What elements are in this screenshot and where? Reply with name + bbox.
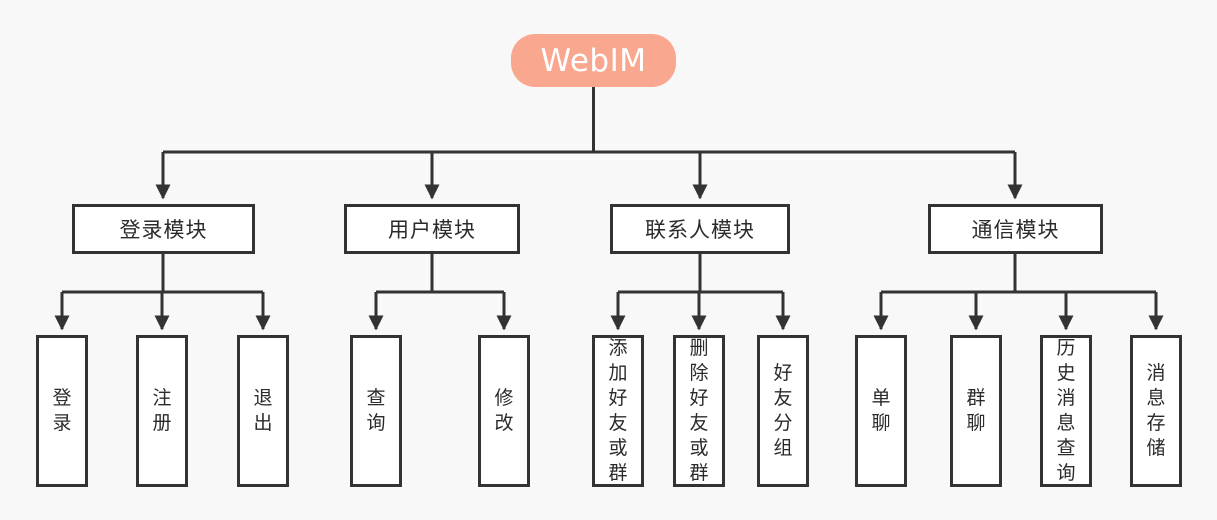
module-node[interactable]: 登录模块 <box>72 204 255 254</box>
leaf-node-label: 群聊 <box>966 387 986 434</box>
module-node-label: 用户模块 <box>388 218 476 242</box>
leaf-node-label: 登录 <box>52 387 72 434</box>
root-node-label: WebIM <box>540 42 647 79</box>
leaf-node[interactable]: 好友分组 <box>757 335 809 487</box>
module-node[interactable]: 联系人模块 <box>610 204 790 254</box>
leaf-node-label: 删除好友或群 <box>689 337 709 484</box>
leaf-node[interactable]: 登录 <box>36 335 88 487</box>
module-node-label: 联系人模块 <box>645 218 755 242</box>
leaf-node[interactable]: 消息存储 <box>1130 335 1182 487</box>
leaf-node-label: 修改 <box>494 387 514 434</box>
leaf-node-label: 查询 <box>366 387 386 434</box>
leaf-node-label: 单聊 <box>871 387 891 434</box>
leaf-node[interactable]: 群聊 <box>950 335 1002 487</box>
module-node-label: 通信模块 <box>971 218 1060 242</box>
leaf-node[interactable]: 添加好友或群 <box>592 335 644 487</box>
module-node[interactable]: 用户模块 <box>344 204 520 254</box>
leaf-node[interactable]: 单聊 <box>855 335 907 487</box>
leaf-node[interactable]: 删除好友或群 <box>673 335 725 487</box>
leaf-node-label: 退出 <box>253 387 273 434</box>
leaf-node[interactable]: 退出 <box>237 335 289 487</box>
leaf-node[interactable]: 历史消息查询 <box>1040 335 1092 487</box>
leaf-node-label: 注册 <box>152 387 172 434</box>
leaf-node[interactable]: 修改 <box>478 335 530 487</box>
root-node-webim[interactable]: WebIM <box>511 34 676 87</box>
leaf-node-label: 添加好友或群 <box>608 337 628 484</box>
leaf-node[interactable]: 注册 <box>136 335 188 487</box>
leaf-node-label: 消息存储 <box>1146 362 1166 459</box>
module-node[interactable]: 通信模块 <box>928 204 1103 254</box>
leaf-node-label: 历史消息查询 <box>1056 337 1076 484</box>
leaf-node-label: 好友分组 <box>773 362 793 459</box>
leaf-node[interactable]: 查询 <box>350 335 402 487</box>
module-node-label: 登录模块 <box>119 218 208 242</box>
